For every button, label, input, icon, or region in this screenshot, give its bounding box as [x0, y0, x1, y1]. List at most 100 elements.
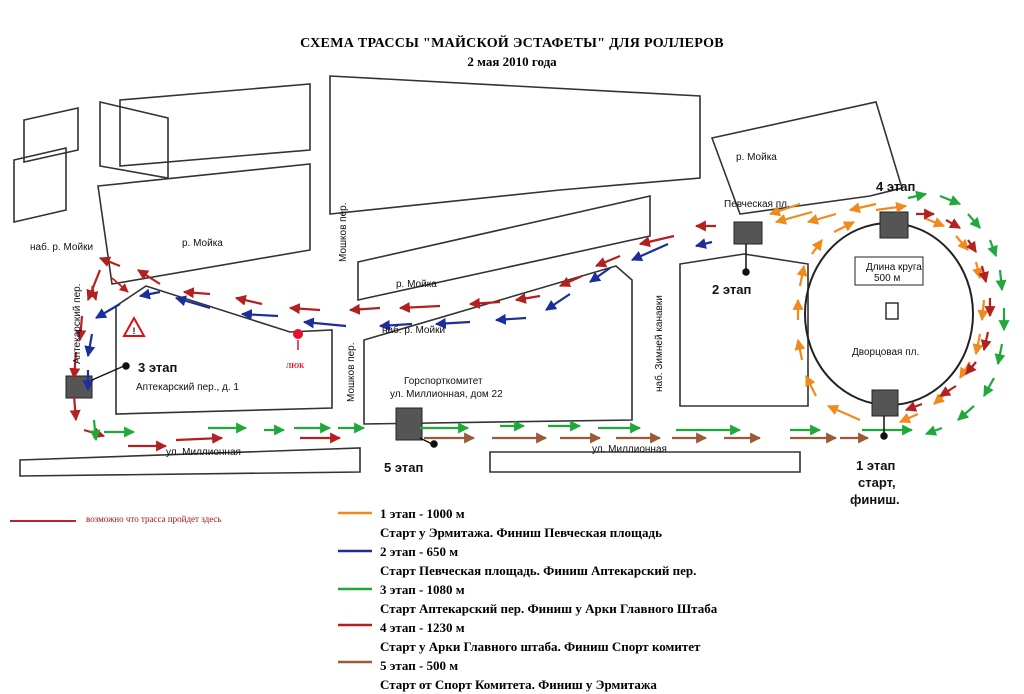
stage-pointers — [91, 244, 888, 448]
label-moika-3: р. Мойка — [736, 152, 777, 163]
map-subtitle: 2 мая 2010 года — [467, 54, 557, 69]
stage4-arrow — [398, 302, 441, 313]
map-title: СХЕМА ТРАССЫ "МАЙСКОЙ ЭСТАФЕТЫ" ДЛЯ РОЛЛ… — [300, 36, 724, 51]
checkpoint-stage5 — [395, 407, 423, 441]
checkpoint-stage1 — [871, 389, 899, 417]
pointer-dot — [430, 440, 438, 448]
block — [329, 75, 701, 215]
warning-sign-icon: ! — [122, 315, 146, 337]
block — [710, 101, 904, 215]
stage1-arrow — [806, 212, 837, 225]
block — [679, 253, 809, 407]
stage1-arrow — [796, 264, 808, 287]
stage3-arrow — [967, 213, 981, 229]
stage4-arrow — [965, 361, 977, 375]
stage4-arrow — [69, 395, 81, 422]
label-stage3: 3 этап — [138, 360, 177, 375]
label-pevcheskaya: Певческая пл. — [724, 199, 790, 210]
stage2-arrow — [589, 267, 611, 283]
stage4-arrow — [904, 401, 923, 412]
stage4-arrow — [182, 287, 211, 299]
block — [363, 265, 633, 425]
label-mohkov-bottom: Мошков пер. — [346, 343, 357, 402]
stage1-arrow — [774, 210, 813, 225]
stage1-arrow — [875, 201, 908, 213]
block — [119, 83, 311, 167]
stage2-arrow — [174, 295, 211, 310]
stage4-arrow — [234, 294, 263, 306]
legend-swatches — [338, 511, 372, 664]
legend-desc-3: Старт Аптекарский пер. Финиш у Арки Глав… — [380, 601, 718, 616]
stage1-arrow — [923, 216, 946, 228]
stage3-arrow — [983, 377, 995, 397]
stage2-arrow — [630, 242, 669, 262]
label-lap-1: Длина круга — [866, 262, 922, 273]
label-mohkov-top: Мошков пер. — [338, 203, 349, 262]
possible-route-arrow — [89, 285, 99, 301]
label-millionnaya-left: ул. Миллионная — [166, 447, 241, 458]
stage4-arrow — [514, 292, 541, 304]
stage1-arrow — [826, 404, 861, 422]
legend-stage-3: 3 этап - 1080 м — [380, 582, 465, 597]
stage4-arrow — [594, 254, 621, 268]
label-lap-2: 500 м — [874, 273, 900, 284]
hatch-icon — [293, 329, 303, 339]
label-stage1-finish: финиш. — [850, 492, 900, 507]
legend-desc-1: Старт у Эрмитажа. Финиш Певческая площад… — [380, 525, 662, 540]
label-moika-emb-mid: наб. р. Мойки — [382, 324, 445, 336]
stage3-arrow — [939, 194, 962, 206]
label-moika-1: р. Мойка — [182, 238, 223, 249]
hatch-marker — [293, 329, 303, 350]
svg-text:!: ! — [133, 326, 136, 336]
label-stage2: 2 этап — [712, 282, 751, 297]
stage3-arrow — [907, 190, 928, 202]
stage4-arrow — [980, 331, 992, 352]
column-icon — [885, 302, 899, 320]
label-stage5: 5 этап — [384, 460, 423, 475]
stage1-arrow — [972, 333, 984, 356]
label-stage1: 1 этап — [856, 458, 895, 473]
stage1-arrow — [811, 239, 823, 255]
stage4-arrow — [348, 303, 381, 315]
stage1-arrow — [955, 235, 969, 251]
stage1-arrow — [848, 202, 877, 214]
block — [357, 194, 651, 301]
stage1-arrow — [898, 412, 919, 424]
palace-square — [804, 222, 974, 406]
stage1-arrow — [805, 375, 817, 397]
stage3-arrow — [987, 239, 998, 258]
stage2-arrow — [95, 303, 121, 319]
stage3-arrow — [957, 405, 975, 421]
pointer-stage5 — [419, 437, 433, 445]
label-millionnaya-right: ул. Миллионная — [592, 444, 667, 455]
label-gorsport-2: ул. Миллионная, дом 22 — [390, 389, 503, 400]
stage4-arrow — [945, 218, 961, 229]
stage4-arrow — [288, 303, 321, 315]
stage1-arrow — [768, 202, 801, 217]
stage3-arrow — [994, 343, 1006, 366]
stage4-arrow — [965, 239, 977, 253]
label-stage1-start: старт, — [858, 475, 896, 490]
stage4-arrow — [468, 297, 501, 309]
checkpoint-stage4 — [879, 211, 909, 239]
label-stage4: 4 этап — [876, 179, 915, 194]
stage4-arrow — [558, 274, 583, 288]
legend-desc-4: Старт у Арки Главного штаба. Финиш Спорт… — [380, 639, 701, 654]
checkpoint-stage2 — [733, 221, 763, 245]
legend-desc-5: Старт от Спорт Комитета. Финиш у Эрмитаж… — [380, 677, 657, 692]
stage3-arrow — [924, 425, 943, 436]
stage1-arrow — [972, 261, 983, 280]
stage2-arrow — [545, 293, 571, 311]
block — [23, 107, 79, 163]
stage1-arrow — [794, 338, 806, 361]
stage2-arrow — [240, 309, 279, 321]
label-square: Дворцовая пл. — [852, 347, 919, 358]
pointer-dot — [122, 362, 130, 370]
stage4-arrow — [69, 351, 81, 380]
label-aptekarsky: Аптекарский пер. — [72, 284, 83, 364]
block — [489, 451, 801, 473]
possible-route-arrow — [111, 277, 129, 293]
legend-stage-2: 2 этап - 650 м — [380, 544, 459, 559]
legend: 1 этап - 1000 м Старт у Эрмитажа. Финиш … — [380, 504, 717, 694]
